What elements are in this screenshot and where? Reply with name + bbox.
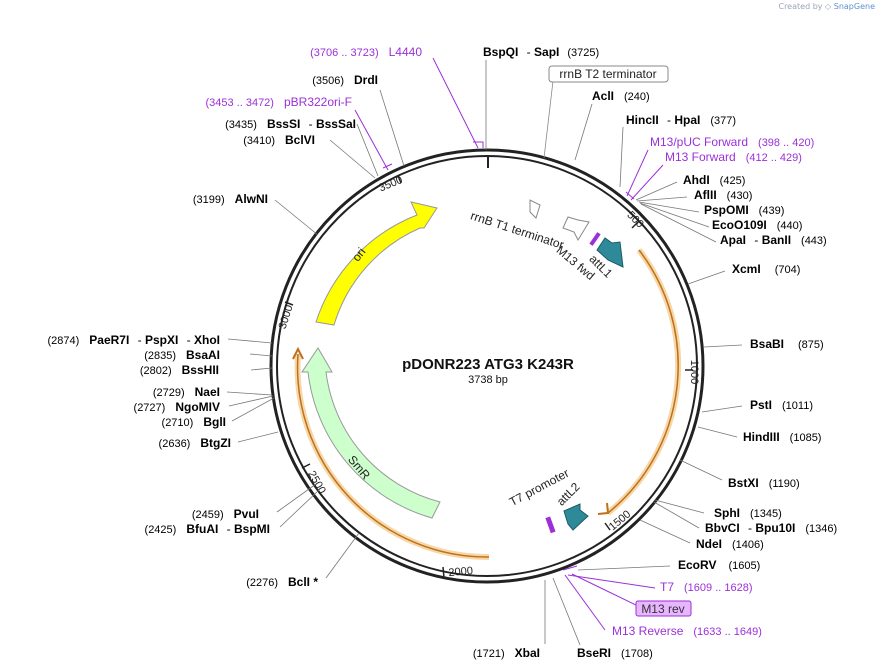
enzyme-site: (2727)NgoMIV [134, 400, 220, 414]
enzyme-site: (2835)BsaAI [144, 348, 220, 362]
enzyme-site: (3199)AlwNI [193, 192, 268, 206]
enzyme-site: (3506)DrdI [312, 73, 378, 87]
primer-site: M13 Forward(412 .. 429) [665, 150, 802, 164]
primer-site: M13/pUC Forward(398 .. 420) [650, 135, 814, 149]
enzyme-site: (2636)BtgZI [159, 436, 231, 450]
rrnb-t1-terminator-label: rrnB T1 terminator [469, 209, 566, 252]
enzyme-site: PspOMI(439) [704, 203, 784, 217]
attl2-feature-arrow [563, 503, 589, 531]
smr-feature-arrow [301, 347, 441, 519]
plasmid-name: pDONR223 ATG3 K243R [402, 356, 574, 373]
enzyme-site: BbvCI - Bpu10I(1346) [705, 521, 837, 535]
enzyme-site: BstXI(1190) [728, 476, 800, 490]
attl1-feature-arrow [596, 237, 624, 268]
enzyme-site: BspQI - SapI(3725) [483, 45, 599, 59]
enzyme-labels: BspQI - SapI(3725) AclI(240) HincII - Hp… [47, 45, 837, 660]
primer-labels: (3706 .. 3723)L4440 (3453 .. 3472)pBR322… [205, 45, 814, 638]
m13-fwd-primer-mark [589, 232, 601, 246]
primer-site: (3706 .. 3723)L4440 [310, 45, 422, 59]
primer-site: (3453 .. 3472)pBR322ori-F [205, 95, 352, 109]
enzyme-site: BsaBI(875) [750, 337, 824, 351]
enzyme-site: (2276)BclI * [246, 575, 318, 589]
enzyme-site: SphI(1345) [714, 506, 782, 520]
enzyme-site: EcoRV(1605) [678, 558, 760, 572]
enzyme-site: (2802)BssHII [140, 363, 219, 377]
enzyme-site: BseRI(1708) [577, 646, 653, 660]
enzyme-site: (3435)BssSI - BssSaI [225, 117, 356, 131]
tick-label-500: 500 [624, 209, 645, 230]
primer-site: M13 Reverse(1633 .. 1649) [612, 624, 762, 638]
ori-feature-arrow [315, 201, 438, 326]
enzyme-site: HincII - HpaI(377) [626, 113, 736, 127]
m13-rev-label: M13 rev [641, 602, 684, 616]
credit-prefix: Created by [778, 2, 823, 11]
enzyme-leader-lines [226, 60, 743, 646]
rrnb-t2-terminator-label: rrnB T2 terminator [559, 67, 656, 81]
plasmid-size: 3738 bp [468, 374, 508, 386]
enzyme-site: AhdI(425) [683, 173, 745, 187]
enzyme-site: (2710)BglI [162, 415, 226, 429]
primer-leader-lines [354, 57, 664, 631]
enzyme-site: XcmI(704) [732, 262, 800, 276]
enzyme-site: NdeI(1406) [696, 537, 764, 551]
enzyme-site: (3410)BclVI [243, 133, 315, 147]
m13-rev-badge: M13 rev [635, 600, 692, 617]
enzyme-site: PstI(1011) [750, 398, 813, 412]
rrnb-t2-terminator-callout: rrnB T2 terminator [543, 65, 669, 159]
snapgene-credit: Created by ◇ SnapGene [778, 2, 875, 11]
rrnb-t2-terminator-arrow [529, 199, 541, 219]
enzyme-site: AflII(430) [694, 188, 752, 202]
tick-label-1000: 1000 [688, 360, 700, 384]
enzyme-site: HindIII(1085) [743, 430, 821, 444]
enzyme-site: (2459)PvuI [192, 507, 259, 521]
tick-label-2000: 2000 [448, 565, 473, 579]
enzyme-site: (2729)NaeI [153, 385, 220, 399]
t7-promoter-mark [545, 516, 556, 534]
rrnb-t1-terminator-arrow [562, 216, 590, 242]
primer-site: T7(1609 .. 1628) [660, 580, 753, 594]
backbone-outer-ring [269, 148, 705, 584]
enzyme-site: (1721)XbaI [473, 646, 540, 660]
enzyme-site: EcoO109I(440) [712, 218, 802, 232]
enzyme-site: AclI(240) [592, 89, 650, 103]
enzyme-site: ApaI - BanII(443) [720, 233, 827, 247]
credit-brand: SnapGene [833, 2, 875, 11]
snapgene-logo-icon: ◇ [825, 2, 832, 11]
enzyme-site: (2874)PaeR7I - PspXI - XhoI [47, 333, 220, 347]
enzyme-site: (2425)BfuAI - BspMI [145, 522, 270, 536]
